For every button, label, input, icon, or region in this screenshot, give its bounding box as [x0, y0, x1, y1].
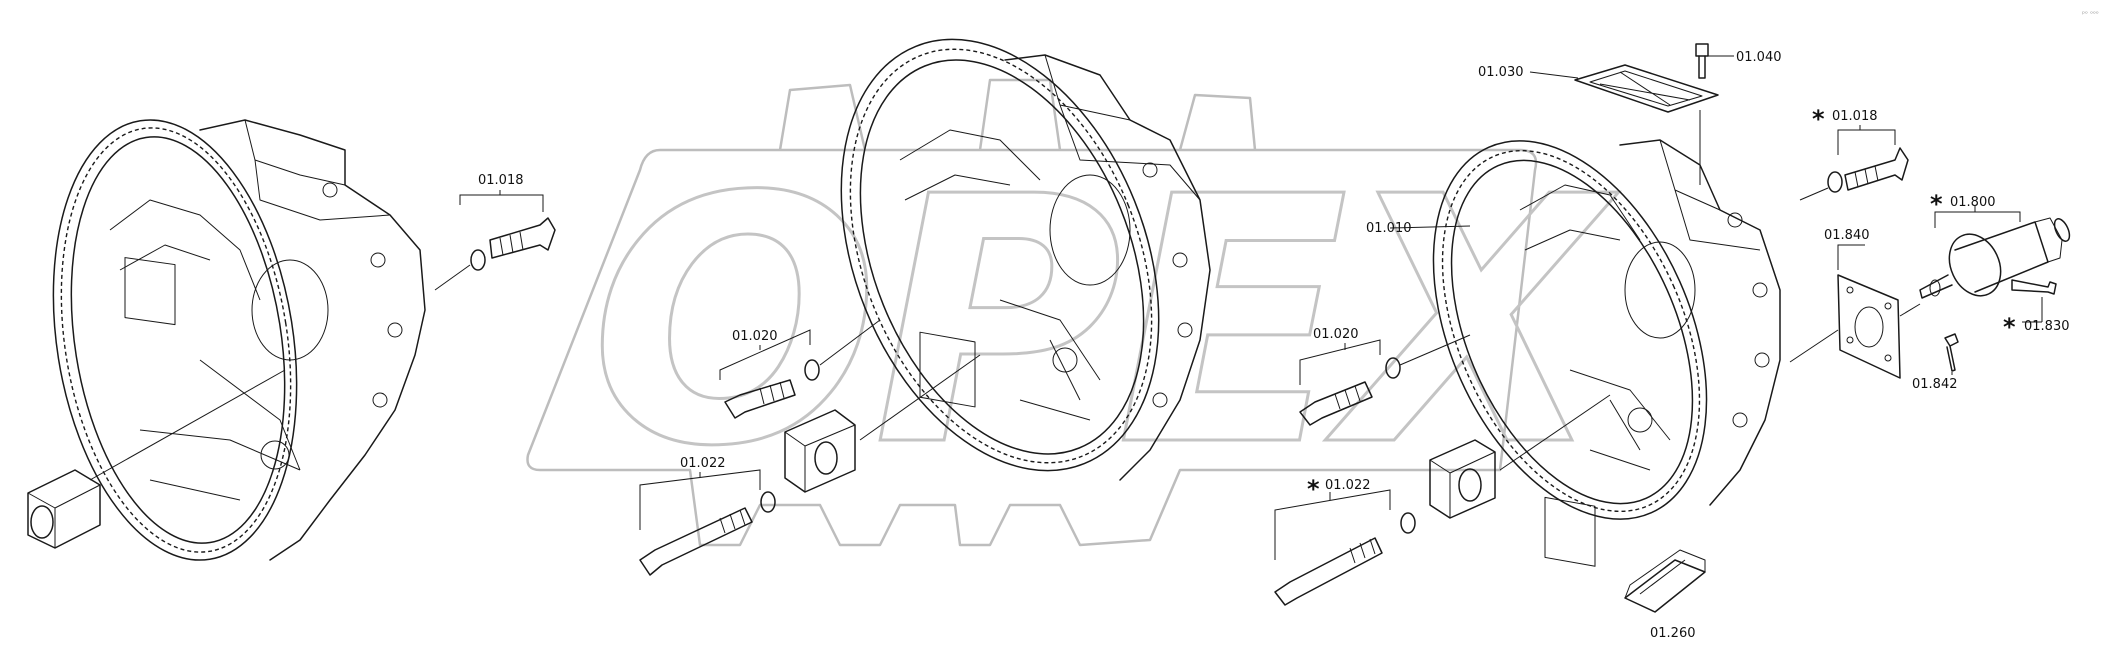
label-01-840: 01.840 — [1824, 228, 1870, 243]
screw-01-040 — [1695, 43, 1709, 79]
bushing-middle — [784, 409, 856, 493]
asterisk-01-830: * — [2003, 313, 2016, 341]
screw-01-830 — [2011, 279, 2057, 295]
plate-01-840 — [1837, 274, 1901, 379]
label-01-022-right: 01.022 — [1325, 478, 1371, 493]
asterisk-01-018: * — [1812, 105, 1825, 133]
watermark-gear-outline — [526, 148, 1538, 547]
bolt-01-018-left — [470, 217, 556, 271]
label-01-842: 01.842 — [1912, 377, 1958, 392]
corner-mark: ᵖᵒ ᵒᵒᵒ — [2082, 10, 2099, 18]
housing-middle — [840, 38, 1211, 481]
bolt-01-020-right — [1299, 357, 1401, 426]
asterisk-01-800: * — [1930, 190, 1943, 218]
asterisk-01-022: * — [1307, 475, 1320, 503]
watermark-text: OPEX — [590, 125, 1619, 521]
bolt-01-022-right — [1274, 512, 1416, 606]
label-01-010: 01.010 — [1366, 221, 1412, 236]
bolt-01-022-middle — [639, 491, 776, 576]
bushing-right — [1429, 439, 1496, 519]
cylinder-01-800 — [1919, 217, 2071, 299]
label-01-022-middle: 01.022 — [680, 456, 726, 471]
pad-01-260 — [1624, 549, 1706, 613]
screw-01-842 — [1944, 333, 1959, 372]
label-01-018-right: 01.018 — [1832, 109, 1878, 124]
label-01-260: 01.260 — [1650, 626, 1696, 641]
bolt-01-020-middle — [724, 359, 820, 419]
opex-watermark: OPEX — [526, 78, 1626, 547]
cover-01-030 — [1574, 64, 1719, 113]
bolt-01-018-right — [1827, 147, 1909, 193]
housing-left — [52, 119, 426, 561]
bushing-left — [27, 469, 101, 549]
label-01-830: 01.830 — [2024, 319, 2070, 334]
label-01-020-middle: 01.020 — [732, 329, 778, 344]
label-01-018-left: 01.018 — [478, 173, 524, 188]
label-01-040: 01.040 — [1736, 50, 1782, 65]
label-01-800: 01.800 — [1950, 195, 1996, 210]
label-01-020-right: 01.020 — [1313, 327, 1359, 342]
housing-right — [1432, 139, 1781, 567]
label-01-030: 01.030 — [1478, 65, 1524, 80]
